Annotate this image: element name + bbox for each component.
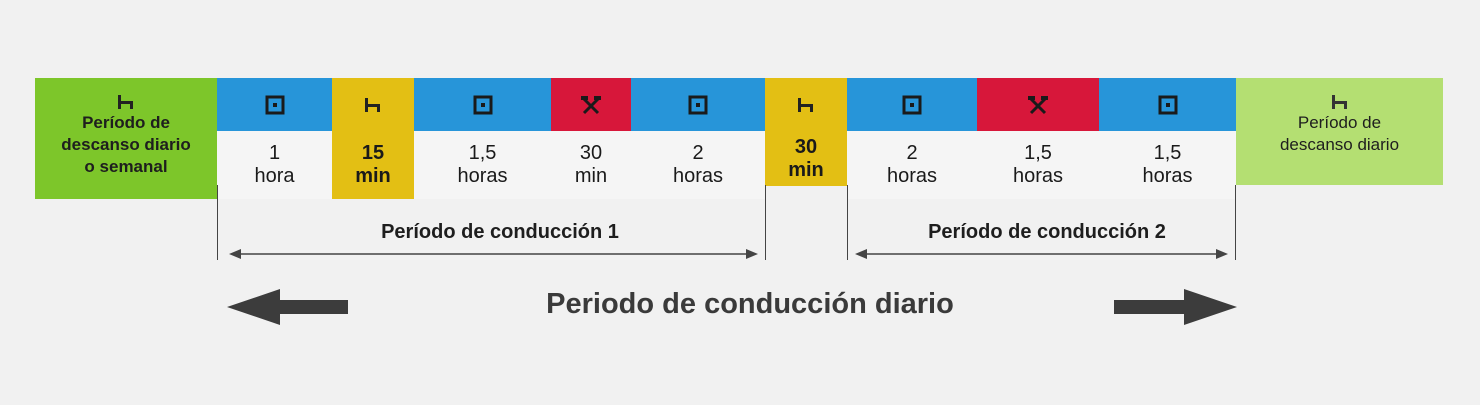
segment-header — [847, 78, 977, 131]
daily-weekly-rest-block: Período de descanso diario o semanal — [35, 78, 217, 199]
hammers-icon — [581, 95, 601, 114]
bed-icon — [118, 95, 133, 109]
period-2-left-line — [847, 185, 848, 260]
period-2-arrow — [855, 249, 1228, 259]
daily-right-arrow-icon — [1114, 289, 1237, 325]
segment-duration: 1,5 horas — [1099, 131, 1236, 199]
period-1-arrow — [229, 249, 758, 259]
segment-duration: 15 min — [332, 131, 414, 199]
segment-header — [551, 78, 631, 131]
rest-end-label: Período de descanso diario — [1279, 113, 1400, 154]
segment-header — [217, 78, 332, 131]
period-1-left-line — [217, 185, 218, 260]
rest-start-label: Período de descanso diario o semanal — [61, 113, 191, 176]
segment-duration: 30 min — [551, 131, 631, 199]
period-2-label: Período de conducción 2 — [928, 221, 1166, 243]
segment-header — [765, 78, 847, 131]
bed-icon — [365, 97, 380, 112]
daily-left-arrow-icon — [227, 289, 348, 325]
hammers-icon — [1028, 95, 1048, 114]
segment-header — [977, 78, 1099, 131]
period-1-right-line — [765, 185, 766, 260]
period-2-right-line — [1235, 185, 1236, 260]
segment-duration: 30 min — [765, 131, 847, 186]
steering-wheel-icon — [1158, 95, 1177, 114]
segment-header — [332, 78, 414, 131]
steering-wheel-icon — [902, 95, 922, 114]
bed-icon — [798, 97, 813, 112]
steering-wheel-icon — [688, 95, 708, 114]
segment-duration: 1,5 horas — [414, 131, 551, 199]
bed-icon — [1331, 95, 1347, 109]
steering-wheel-icon — [265, 95, 284, 114]
segment-duration: 1 hora — [217, 131, 332, 199]
segment-duration: 1,5 horas — [977, 131, 1099, 199]
segment-duration: 2 horas — [631, 131, 765, 199]
daily-rest-block: Período de descanso diario — [1236, 78, 1443, 185]
steering-wheel-icon — [473, 95, 492, 114]
segment-header — [631, 78, 765, 131]
segment-duration: 2 horas — [847, 131, 977, 199]
daily-driving-period-label: Periodo de conducción diario — [546, 288, 954, 320]
segment-header — [1099, 78, 1236, 131]
period-1-label: Período de conducción 1 — [381, 221, 619, 243]
segment-header — [414, 78, 551, 131]
